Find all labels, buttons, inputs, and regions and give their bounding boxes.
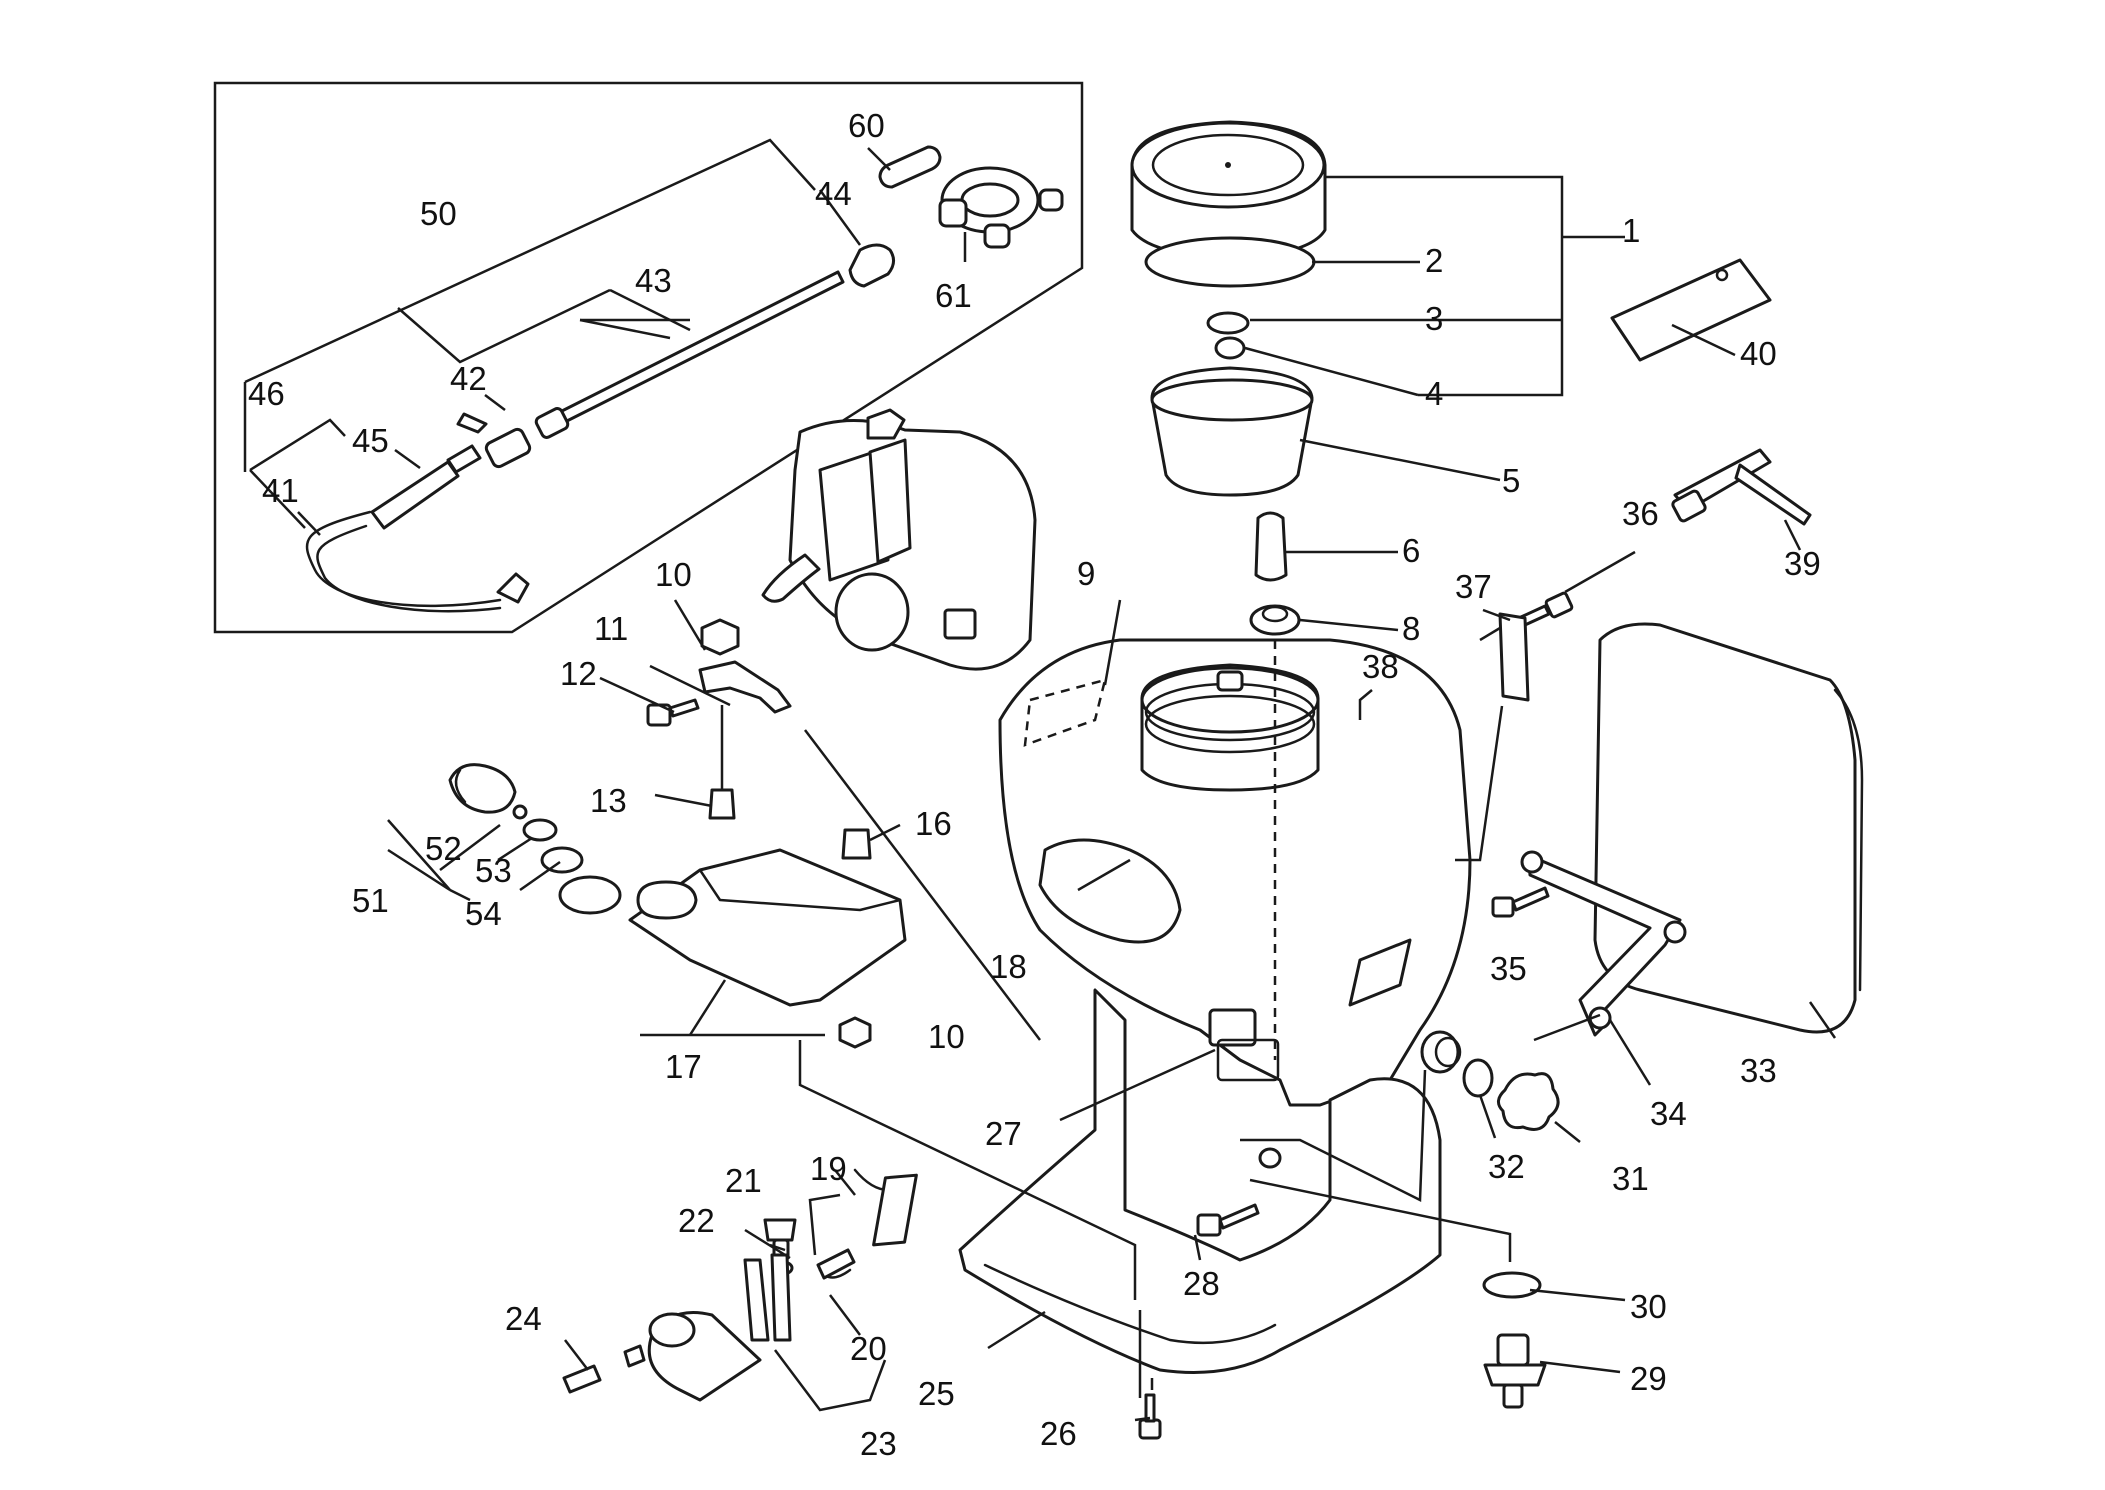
label-16: 16 bbox=[915, 805, 952, 842]
label-38: 38 bbox=[1362, 648, 1399, 685]
hose-manifold bbox=[647, 1253, 792, 1402]
label-10-lower: 10 bbox=[928, 1018, 965, 1055]
drain-gasket bbox=[1482, 1271, 1542, 1299]
harness-arm bbox=[1520, 850, 1687, 1037]
nozzle-tip bbox=[878, 145, 942, 189]
label-21: 21 bbox=[725, 1162, 762, 1199]
label-41: 41 bbox=[262, 472, 299, 509]
label-2: 2 bbox=[1425, 242, 1443, 279]
label-3: 3 bbox=[1425, 300, 1443, 337]
tank-frame bbox=[958, 988, 1442, 1374]
label-30: 30 bbox=[1630, 1288, 1667, 1325]
filter-nut bbox=[1249, 604, 1301, 636]
label-12: 12 bbox=[560, 655, 597, 692]
hose-fitting-24 bbox=[562, 1344, 646, 1394]
label-9: 9 bbox=[1077, 555, 1095, 592]
nut-10-upper bbox=[700, 618, 740, 656]
bolt-28 bbox=[1196, 1203, 1260, 1237]
label-61: 61 bbox=[935, 277, 972, 314]
cap-gasket bbox=[1144, 236, 1316, 288]
label-28: 28 bbox=[1183, 1265, 1220, 1302]
label-1: 1 bbox=[1622, 212, 1640, 249]
bolt-35 bbox=[1491, 886, 1550, 918]
label-19: 19 bbox=[810, 1150, 847, 1187]
engine-unit bbox=[761, 408, 1037, 671]
label-29: 29 bbox=[1630, 1360, 1667, 1397]
label-33: 33 bbox=[1740, 1052, 1777, 1089]
label-25: 25 bbox=[918, 1375, 955, 1412]
label-32: 32 bbox=[1488, 1148, 1525, 1185]
label-34: 34 bbox=[1650, 1095, 1687, 1132]
label-45: 45 bbox=[352, 422, 389, 459]
spray-handle bbox=[370, 460, 460, 530]
label-5: 5 bbox=[1502, 462, 1520, 499]
warning-tag bbox=[1610, 258, 1772, 362]
mount-bracket bbox=[1498, 612, 1530, 702]
label-42: 42 bbox=[450, 360, 487, 397]
label-51: 51 bbox=[352, 882, 389, 919]
label-20: 20 bbox=[850, 1330, 887, 1367]
label-22: 22 bbox=[678, 1202, 715, 1239]
label-8: 8 bbox=[1402, 610, 1420, 647]
label-17: 17 bbox=[665, 1048, 702, 1085]
bracket-50 bbox=[244, 138, 816, 384]
spark-plug-wrench bbox=[1671, 448, 1812, 526]
outlet-fitting bbox=[1420, 1030, 1462, 1074]
wing-knob bbox=[1497, 1072, 1560, 1131]
label-13: 13 bbox=[590, 782, 627, 819]
mount-plate bbox=[698, 660, 792, 714]
drain-valve bbox=[1483, 1333, 1547, 1409]
lance-tube bbox=[546, 270, 845, 430]
label-43: 43 bbox=[635, 262, 672, 299]
o-ring-32 bbox=[1462, 1058, 1494, 1098]
hose-fitting-16 bbox=[841, 828, 872, 860]
label-50: 50 bbox=[420, 195, 457, 232]
label-31: 31 bbox=[1612, 1160, 1649, 1197]
label-26: 26 bbox=[1040, 1415, 1077, 1452]
hose-fitting-13 bbox=[708, 788, 736, 820]
label-44: 44 bbox=[815, 175, 852, 212]
label-18: 18 bbox=[990, 948, 1027, 985]
label-11: 11 bbox=[594, 610, 628, 647]
label-53: 53 bbox=[475, 852, 512, 889]
label-10-upper: 10 bbox=[655, 556, 692, 593]
label-52: 52 bbox=[425, 830, 462, 867]
spray-hose bbox=[305, 510, 502, 608]
tank-cap bbox=[1130, 120, 1327, 260]
label-23: 23 bbox=[860, 1425, 897, 1462]
pump-housing bbox=[628, 848, 907, 1007]
label-4: 4 bbox=[1425, 375, 1443, 412]
label-37: 37 bbox=[1455, 568, 1492, 605]
nozzle-elbow bbox=[848, 243, 895, 288]
fill-cap-assembly bbox=[448, 763, 622, 915]
label-54: 54 bbox=[465, 895, 502, 932]
bracket-41-45 bbox=[249, 418, 346, 472]
label-60: 60 bbox=[848, 107, 885, 144]
label-35: 35 bbox=[1490, 950, 1527, 987]
label-40: 40 bbox=[1740, 335, 1777, 372]
multi-nozzle-head bbox=[938, 166, 1064, 249]
bracket-51 bbox=[387, 819, 471, 902]
label-36: 36 bbox=[1622, 495, 1659, 532]
suction-filter bbox=[1254, 511, 1288, 582]
label-6: 6 bbox=[1402, 532, 1420, 569]
strainer-basket bbox=[1150, 366, 1314, 497]
label-27: 27 bbox=[985, 1115, 1022, 1152]
nut-10-lower bbox=[838, 1016, 872, 1049]
label-24: 24 bbox=[505, 1300, 542, 1337]
label-46: 46 bbox=[248, 375, 285, 412]
bolt-26 bbox=[1138, 1393, 1162, 1440]
label-39: 39 bbox=[1784, 545, 1821, 582]
shutoff-valve bbox=[456, 412, 532, 469]
vent-valve bbox=[1206, 311, 1250, 360]
lance-connector bbox=[534, 407, 570, 439]
